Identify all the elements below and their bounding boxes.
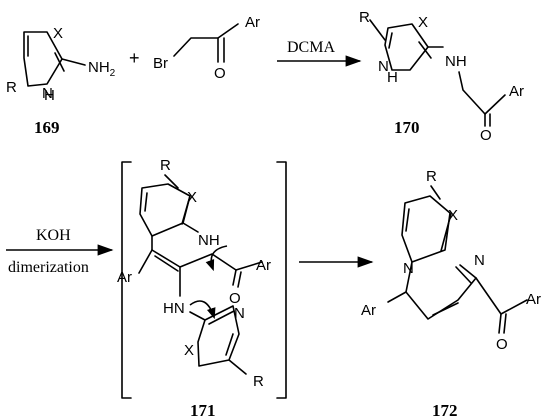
- compound-label-170: 170: [394, 118, 420, 137]
- substituent-r: R: [426, 168, 437, 185]
- condition-koh: KOH: [36, 227, 71, 244]
- ring-nitrogen-label: N: [474, 252, 485, 269]
- atom-n: N: [42, 85, 53, 102]
- compound-label-172: 172: [432, 401, 458, 420]
- substituent-r: R: [359, 9, 370, 26]
- compound-172-structure: R X N N Ar O Ar: [361, 168, 541, 353]
- atom-x: X: [187, 189, 197, 206]
- bromine-label: Br: [153, 55, 168, 72]
- atom-x: X: [53, 25, 63, 42]
- carbonyl-oxygen-label: O: [480, 127, 492, 144]
- substituent-r: R: [253, 373, 264, 390]
- electron-arrow: [189, 300, 216, 320]
- right-bracket: [276, 161, 287, 399]
- substituent-r: R: [6, 79, 17, 96]
- atom-n: N: [378, 58, 389, 75]
- aryl-label: Ar: [245, 14, 260, 31]
- aryl-label: Ar: [509, 83, 524, 100]
- condition-dimerization: dimerization: [8, 259, 89, 276]
- compound-171-structure: R X NH Ar O Ar HN N X R: [117, 157, 271, 390]
- plus-sign: +: [129, 48, 140, 68]
- carbonyl-oxygen-label: O: [214, 65, 226, 82]
- atom-x: X: [448, 207, 458, 224]
- carbonyl-oxygen-label: O: [229, 290, 241, 307]
- nh-label: NH: [198, 232, 220, 249]
- aryl-label: Ar: [361, 302, 376, 319]
- atom-h: H: [44, 87, 55, 104]
- atom-n: N: [403, 260, 414, 277]
- compound-label-169: 169: [34, 118, 60, 137]
- aryl-label: Ar: [256, 257, 271, 274]
- aryl-label: Ar: [117, 269, 132, 286]
- substituent-r: R: [160, 157, 171, 174]
- bromoketone-structure: Br O Ar: [153, 14, 260, 82]
- carbonyl-oxygen-label: O: [496, 336, 508, 353]
- ring-nitrogen-label: N: [234, 305, 245, 322]
- atom-x: X: [184, 342, 194, 359]
- condition-dcma: DCMA: [287, 39, 335, 56]
- hn-label: HN: [163, 300, 185, 317]
- electron-arrow: [205, 245, 228, 272]
- aryl-label: Ar: [526, 291, 541, 308]
- atom-h: H: [387, 69, 398, 86]
- compound-label-171: 171: [190, 401, 216, 420]
- amino-group-label: NH2: [88, 59, 116, 79]
- nh-label: NH: [445, 53, 467, 70]
- atom-x: X: [418, 14, 428, 31]
- left-bracket: [121, 161, 132, 399]
- compound-170-structure: R X N H NH O Ar: [359, 9, 524, 144]
- compound-169-structure: X NH2 N H R: [6, 25, 116, 104]
